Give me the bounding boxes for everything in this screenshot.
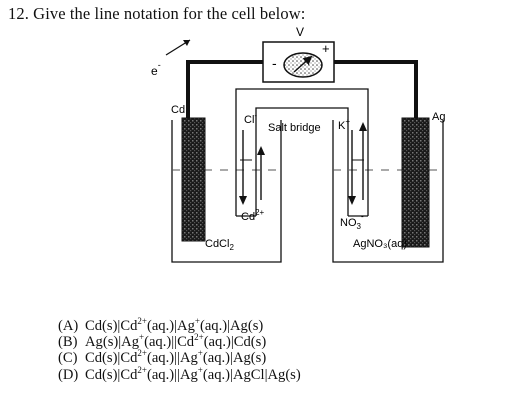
bridge-right-ion-label: K+: [338, 117, 350, 132]
plus-sign: +: [322, 41, 330, 56]
choice-label: (D): [58, 366, 79, 383]
voltmeter-label: V: [296, 25, 304, 39]
left-beaker: [171, 117, 282, 263]
choice-c[interactable]: (C)Cd(s)|Cd2+(aq.)||Ag+(aq.)|Ag(s): [58, 348, 267, 367]
external-wire: [186, 60, 418, 118]
choice-d[interactable]: (D)Cd(s)|Cd2+(aq.)||Ag+(aq.)|AgCl|Ag(s): [58, 364, 301, 383]
question-text: 12. Give the line notation for the cell …: [8, 4, 305, 24]
electron-label: e-: [151, 60, 161, 78]
choice-label: (B): [58, 334, 78, 351]
ion-arrows: [239, 122, 367, 205]
right-solution-label: AgNO₃(aq): [353, 238, 407, 250]
answer-choices: (A)Cd(s)|Cd2+(aq.)|Ag+(aq.)|Ag(s) (B)Ag(…: [58, 316, 301, 383]
right-electrode-label: Ag: [432, 111, 445, 123]
salt-bridge-label: Salt bridge: [268, 122, 321, 134]
left-ion-label: Cd2+: [241, 208, 265, 223]
voltmeter: V - +: [262, 25, 335, 83]
right-ion-label: NO3-: [340, 212, 364, 231]
minus-sign: -: [272, 55, 277, 71]
choice-label: (C): [58, 350, 78, 367]
choice-a[interactable]: (A)Cd(s)|Cd2+(aq.)|Ag+(aq.)|Ag(s): [58, 316, 264, 335]
question-prompt: Give the line notation for the cell belo…: [33, 4, 306, 23]
ag-electrode: [401, 117, 430, 248]
choice-label: (A): [58, 318, 79, 334]
question-number: 12.: [8, 4, 29, 23]
left-electrode-label: Cd: [171, 104, 185, 116]
salt-bridge: [235, 88, 369, 217]
cd-electrode: [181, 117, 206, 242]
bridge-left-ion-label: Cl-: [244, 111, 257, 126]
choice-b[interactable]: (B)Ag(s)|Ag+(aq.)||Cd2+(aq.)|Cd(s): [58, 332, 267, 351]
electron-flow-arrow: e-: [151, 39, 191, 78]
electrochemical-cell-diagram: V - + e- Cd Ag: [151, 25, 445, 263]
right-beaker: [332, 117, 444, 263]
left-solution-label: CdCl2: [205, 238, 234, 252]
